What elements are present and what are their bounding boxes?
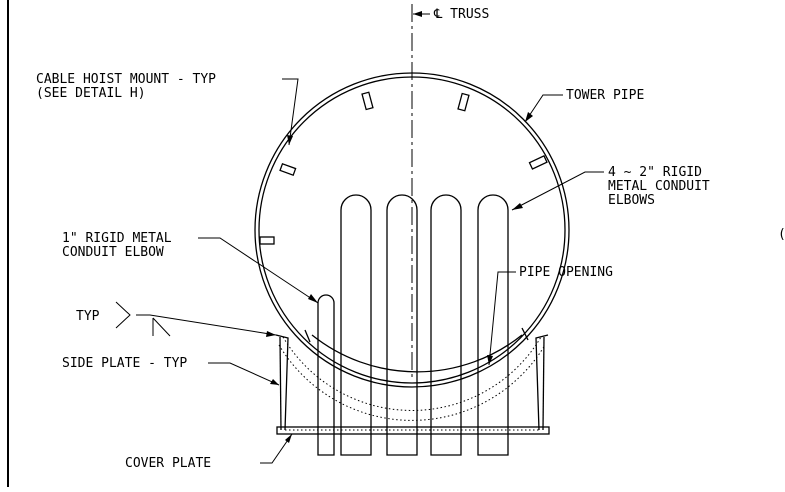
one-inch-label-1: 1" RIGID METAL	[62, 231, 172, 246]
cable-hoist-mounts	[259, 91, 548, 245]
one-inch-label-2: CONDUIT ELBOW	[62, 245, 164, 260]
typ-label: TYP	[76, 309, 100, 324]
pipe-opening-label: PIPE OPENING	[519, 265, 613, 280]
tower-pipe-label: TOWER PIPE	[566, 88, 644, 103]
cable-hoist-label-1: CABLE HOIST MOUNT - TYP	[36, 72, 216, 87]
rigid-conduit-label-3: ELBOWS	[608, 193, 655, 208]
side-plate-label: SIDE PLATE - TYP	[62, 356, 187, 371]
rigid-conduit-label-1: 4 ~ 2" RIGID	[608, 165, 702, 180]
one-inch-conduit-elbow	[317, 294, 335, 456]
edge-fragment-text: (	[778, 227, 785, 242]
rigid-conduit-elbows	[340, 194, 509, 456]
cable-hoist-label-2: (SEE DETAIL H)	[36, 86, 146, 101]
rigid-conduit-label-2: METAL CONDUIT	[608, 179, 710, 194]
leader-lines	[115, 11, 604, 464]
tower-pipe-outline	[254, 72, 570, 388]
opening-tick-right	[521, 327, 529, 341]
side-plates	[275, 334, 549, 431]
opening-tick-left	[304, 329, 311, 343]
cover-plate	[276, 426, 550, 435]
cover-plate-label: COVER PLATE	[125, 456, 211, 471]
truss-label: ℄ TRUSS	[433, 7, 489, 22]
pipe-opening-hidden-arcs	[278, 336, 546, 421]
